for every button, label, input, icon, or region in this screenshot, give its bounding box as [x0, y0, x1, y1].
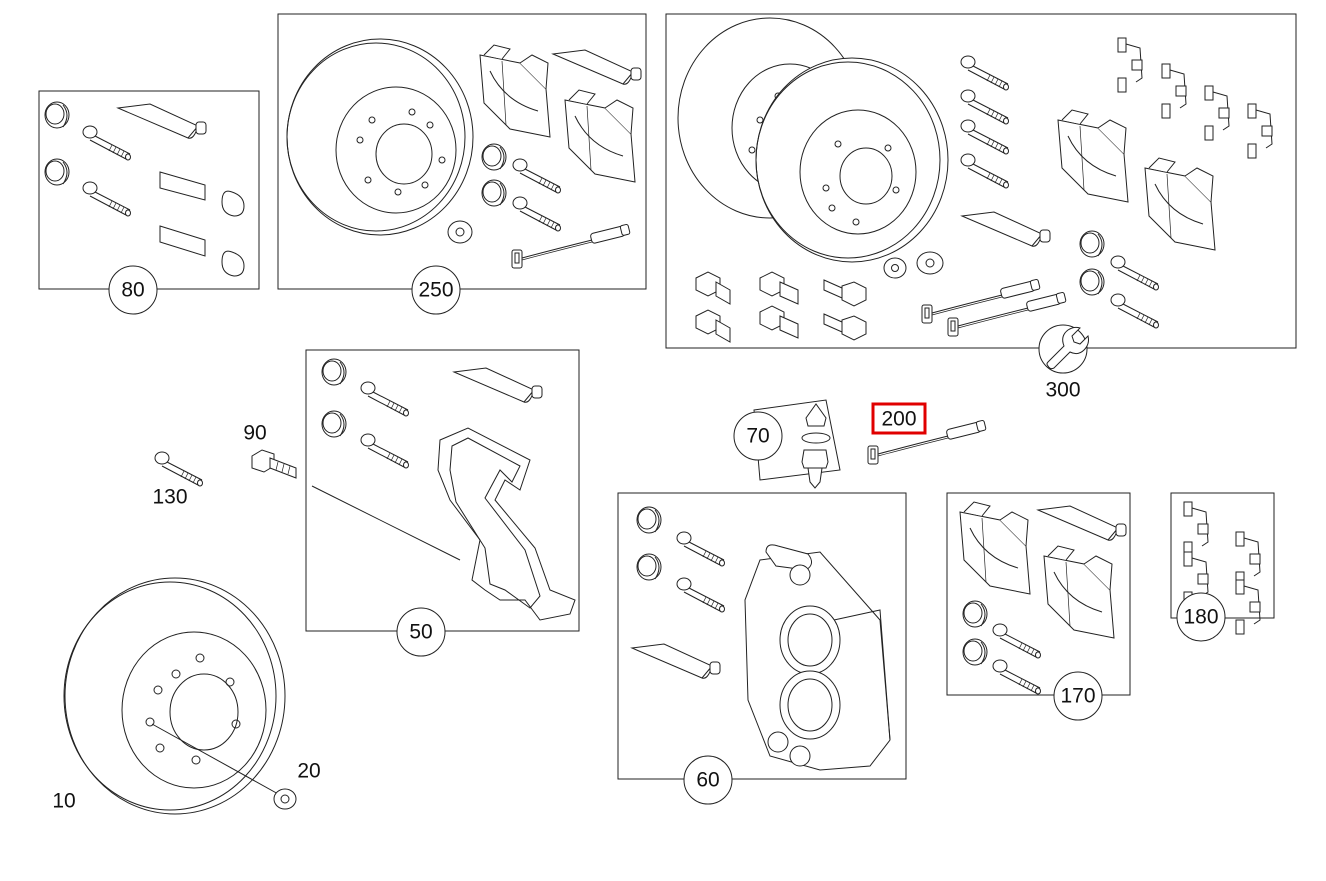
kit-80-box — [38, 90, 260, 290]
kit-60-box — [617, 492, 907, 780]
callout-50-label: 50 — [409, 621, 432, 644]
callout-180-label: 180 — [1183, 606, 1218, 629]
callout-200-label: 200 — [881, 408, 916, 431]
callout-60-label: 60 — [696, 769, 719, 792]
callout-200[interactable]: 200 — [871, 402, 927, 435]
kit-50-box — [305, 349, 580, 632]
bolt-130 — [154, 451, 203, 487]
callout-90-label[interactable]: 90 — [243, 422, 266, 445]
wrench-icon[interactable] — [1038, 324, 1089, 374]
brake-disc-10 — [63, 577, 286, 815]
callout-170-label: 170 — [1060, 685, 1095, 708]
callout-130-label[interactable]: 130 — [152, 486, 187, 509]
callout-80-label: 80 — [121, 279, 144, 302]
callout-200-highlight — [871, 402, 927, 435]
callout-70[interactable]: 70 — [733, 411, 783, 461]
callout-300-label[interactable]: 300 — [1045, 379, 1080, 402]
callout-70-label: 70 — [746, 425, 769, 448]
callout-250-label: 250 — [418, 279, 453, 302]
kit-250-box — [277, 13, 647, 290]
callout-60[interactable]: 60 — [683, 755, 733, 805]
callout-250[interactable]: 250 — [411, 265, 461, 315]
callout-170[interactable]: 170 — [1053, 671, 1103, 721]
callout-10-label[interactable]: 10 — [52, 790, 75, 813]
screw-20 — [273, 788, 297, 810]
kit-170-box — [946, 492, 1131, 696]
callout-80[interactable]: 80 — [108, 265, 158, 315]
bolt-90 — [251, 449, 297, 479]
callout-20-label[interactable]: 20 — [297, 760, 320, 783]
kit-300-box — [665, 13, 1297, 349]
callout-180[interactable]: 180 — [1176, 592, 1226, 642]
callout-50[interactable]: 50 — [396, 607, 446, 657]
